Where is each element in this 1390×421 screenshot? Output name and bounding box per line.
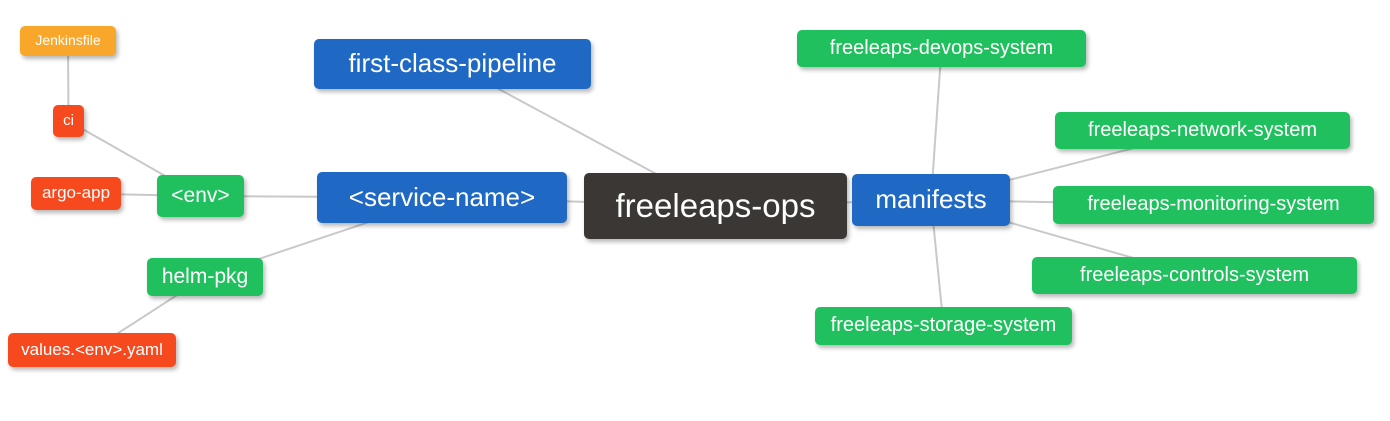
node-label-storage-system: freeleaps-storage-system — [830, 314, 1057, 336]
node-helm-pkg[interactable]: helm-pkg — [147, 258, 263, 296]
node-controls-system[interactable]: freeleaps-controls-system — [1032, 257, 1357, 294]
node-label-manifests: manifests — [875, 184, 987, 214]
node-freeleaps-ops[interactable]: freeleaps-ops — [584, 173, 847, 239]
node-first-class-pipeline[interactable]: first-class-pipeline — [314, 39, 591, 89]
node-label-network-system: freeleaps-network-system — [1088, 118, 1317, 141]
node-label-service-name: <service-name> — [348, 181, 536, 212]
node-monitoring-system[interactable]: freeleaps-monitoring-system — [1053, 186, 1374, 224]
node-label-devops-system: freeleaps-devops-system — [829, 36, 1054, 59]
node-label-values-env-yaml: values.<env>.yaml — [21, 339, 163, 359]
node-label-controls-system: freeleaps-controls-system — [1080, 263, 1309, 286]
node-devops-system[interactable]: freeleaps-devops-system — [797, 30, 1086, 67]
node-label-env: <env> — [171, 183, 230, 207]
node-env[interactable]: <env> — [157, 175, 244, 217]
node-storage-system[interactable]: freeleaps-storage-system — [815, 307, 1072, 345]
node-network-system[interactable]: freeleaps-network-system — [1055, 112, 1350, 149]
node-label-freeleaps-ops: freeleaps-ops — [615, 186, 816, 224]
node-jenkinsfile[interactable]: Jenkinsfile — [20, 26, 116, 56]
node-label-monitoring-system: freeleaps-monitoring-system — [1087, 193, 1340, 215]
node-ci[interactable]: ci — [53, 105, 84, 137]
node-label-helm-pkg: helm-pkg — [161, 264, 249, 288]
node-manifests[interactable]: manifests — [852, 174, 1010, 226]
node-service-name[interactable]: <service-name> — [317, 172, 567, 223]
node-label-argo-app: argo-app — [41, 183, 111, 202]
node-argo-app[interactable]: argo-app — [31, 177, 121, 210]
node-label-ci: ci — [63, 111, 74, 129]
node-values-env-yaml[interactable]: values.<env>.yaml — [8, 333, 176, 367]
node-label-first-class-pipeline: first-class-pipeline — [348, 48, 557, 78]
node-label-jenkinsfile: Jenkinsfile — [35, 32, 101, 48]
